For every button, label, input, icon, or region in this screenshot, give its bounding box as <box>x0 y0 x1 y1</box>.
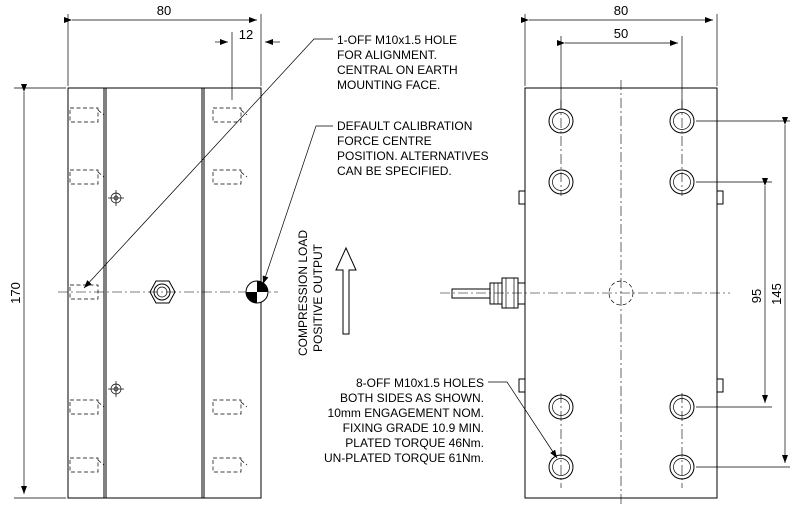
left-hidden-holes <box>69 107 248 473</box>
hole-spacing-x-label: 50 <box>614 26 628 41</box>
compression-line-1: COMPRESSION LOAD <box>296 230 310 356</box>
compression-arrow <box>335 246 357 335</box>
alignment-hole-note: 1-OFF M10x1.5 HOLE FOR ALIGNMENT. CENTRA… <box>83 33 458 289</box>
fixing-note-line-6: UN-PLATED TORQUE 61Nm. <box>324 451 484 465</box>
hole-spacing-95-label: 95 <box>749 289 764 303</box>
fixing-holes-note: 8-OFF M10x1.5 HOLES BOTH SIDES AS SHOWN.… <box>324 376 558 465</box>
calibration-note-line-1: DEFAULT CALIBRATION <box>337 119 472 133</box>
calibration-force-symbol <box>245 280 269 304</box>
offset-label: 12 <box>239 27 253 42</box>
cable-gland <box>451 277 526 309</box>
alignment-note-line-3: CENTRAL ON EARTH <box>337 63 458 77</box>
central-hidden-hole <box>608 280 634 306</box>
calibration-note: DEFAULT CALIBRATION FORCE CENTRE POSITIO… <box>262 119 489 285</box>
alignment-note-line-1: 1-OFF M10x1.5 HOLE <box>337 33 457 47</box>
left-body-outline <box>67 87 262 499</box>
alignment-note-line-2: FOR ALIGNMENT. <box>337 48 437 62</box>
calibration-note-line-2: FORCE CENTRE <box>337 134 432 148</box>
right-boss <box>716 378 724 393</box>
calibration-note-leader <box>262 125 333 285</box>
fixing-note-line-5: PLATED TORQUE 46Nm. <box>345 436 484 450</box>
alignment-note-line-4: MOUNTING FACE. <box>337 78 440 92</box>
right-boss <box>716 190 724 205</box>
hole-spacing-145-label: 145 <box>769 283 784 305</box>
fixing-note-line-3: 10mm ENGAGEMENT NOM. <box>328 406 484 420</box>
calibration-note-line-3: POSITION. ALTERNATIVES <box>337 149 489 163</box>
right-width-label: 80 <box>614 3 628 18</box>
fixing-note-leader <box>488 381 558 459</box>
compression-line-2: POSITIVE OUTPUT <box>311 243 325 352</box>
left-small-screws <box>108 190 124 397</box>
hole-centre-marks <box>560 100 683 488</box>
compression-note: COMPRESSION LOAD POSITIVE OUTPUT <box>296 230 357 356</box>
right-boss <box>518 190 526 205</box>
right-view: 80 50 95 145 <box>440 3 790 505</box>
left-view: 80 12 170 <box>8 3 280 499</box>
calibration-note-line-4: CAN BE SPECIFIED. <box>337 164 452 178</box>
fixing-note-line-4: FIXING GRADE 10.9 MIN. <box>343 421 484 435</box>
fixing-holes <box>548 108 695 480</box>
alignment-note-leader <box>83 38 333 289</box>
left-height-label: 170 <box>8 282 23 304</box>
right-boss <box>518 378 526 393</box>
left-width-label: 80 <box>157 3 171 18</box>
fixing-note-line-2: BOTH SIDES AS SHOWN. <box>340 391 484 405</box>
fixing-note-line-1: 8-OFF M10x1.5 HOLES <box>356 376 484 390</box>
